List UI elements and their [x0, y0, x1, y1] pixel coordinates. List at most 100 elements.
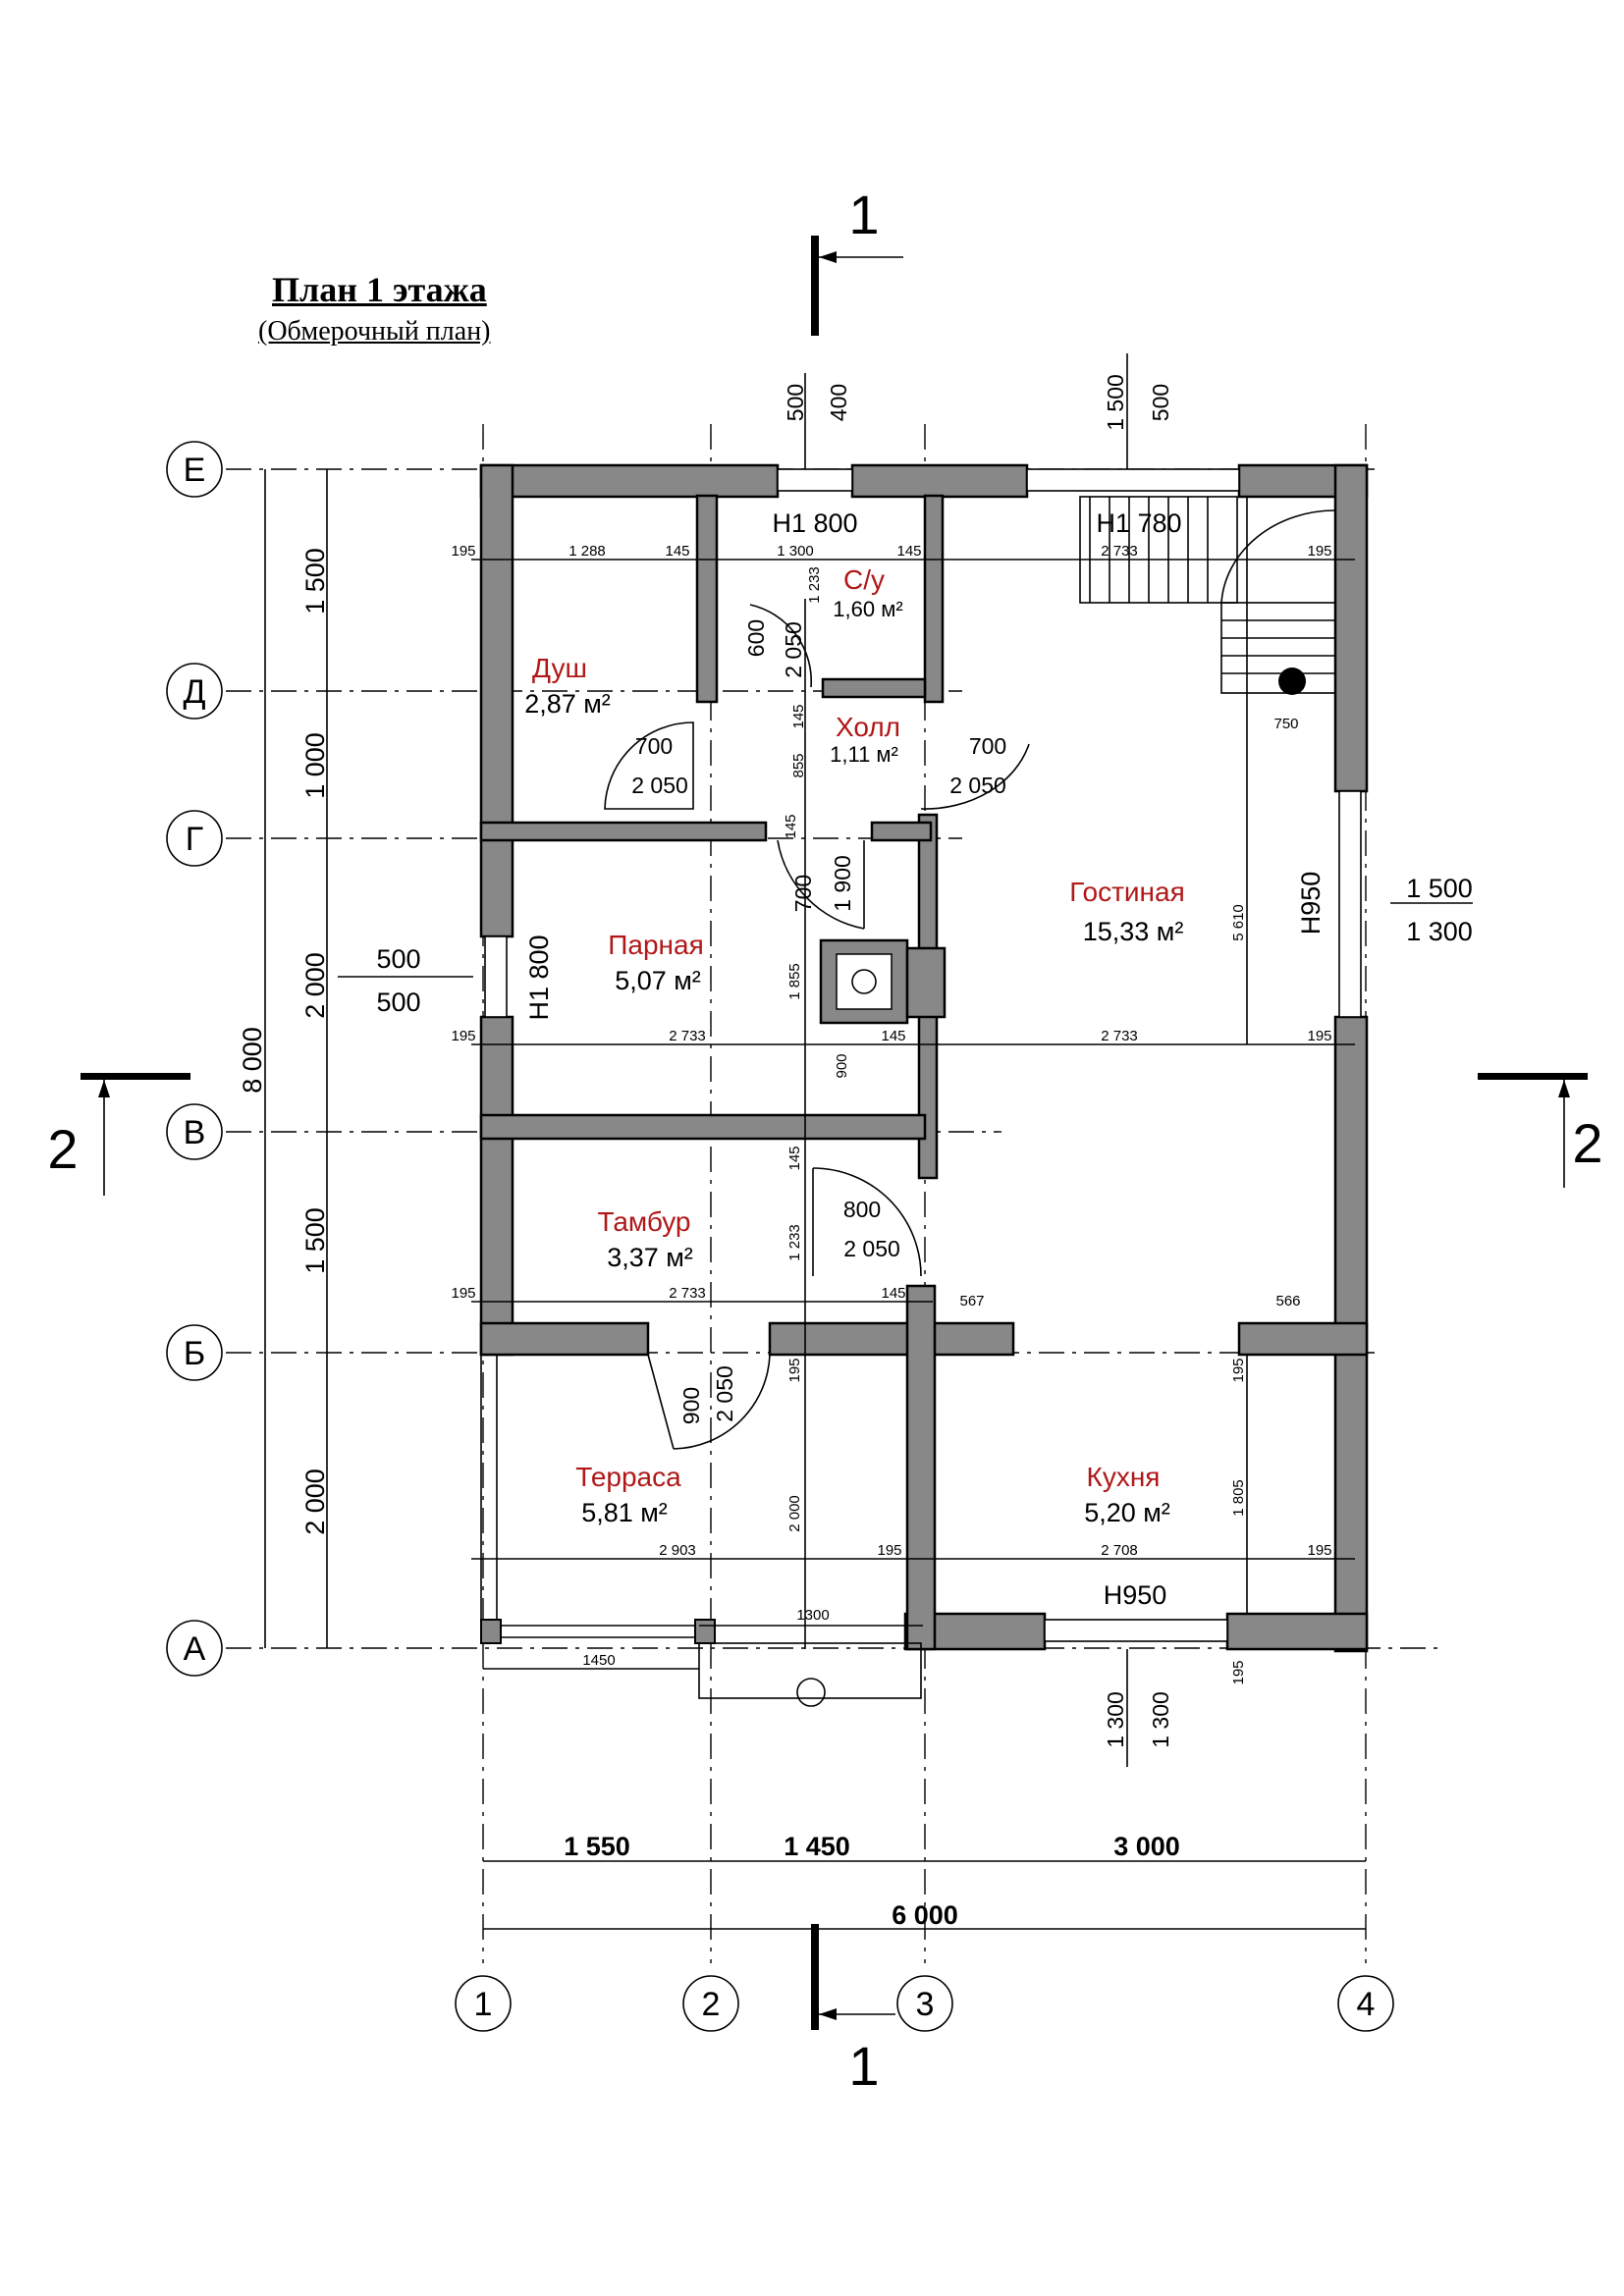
dim-row4-1: 195: [877, 1542, 901, 1559]
dim-living-win-2: 1 300: [1406, 917, 1473, 946]
section-2-right-bar: [1478, 1073, 1588, 1080]
dimension-lines: [264, 353, 1473, 1930]
dim-kitchen-win-2: 1 300: [1148, 1691, 1173, 1748]
wall-left-upper: [479, 463, 514, 938]
wall-right-upper: [1333, 463, 1369, 793]
wall-left-lower: [479, 1015, 514, 1357]
dim-porch-1450: 1450: [582, 1652, 615, 1669]
dim-row1-2: 145: [665, 543, 689, 560]
dim-steam-900: 900: [834, 1053, 850, 1078]
dim-steam-win-1: 500: [376, 944, 420, 974]
axis-bubble-1: 1: [455, 1975, 512, 2032]
dim-left-total: 8 000: [238, 1027, 267, 1094]
dim-hall-145b: 145: [783, 814, 799, 838]
dim-left-span-0: 1 500: [300, 548, 330, 614]
dim-row1-6: 195: [1307, 543, 1331, 560]
room-area-shower: 2,87 м²: [524, 689, 611, 719]
dim-left-span-2: 2 000: [300, 952, 330, 1019]
dim-tambur-door-h: 2 050: [843, 1236, 900, 1261]
dim-hall-855: 855: [790, 753, 807, 777]
dim-row1-0: 195: [451, 543, 475, 560]
dim-row2-4: 195: [1307, 1028, 1331, 1044]
axis-bubble-2: 2: [682, 1975, 739, 2032]
page-subtitle: (Обмерочный план): [258, 316, 491, 347]
window-wc: [777, 468, 853, 492]
wall-b-right: [1237, 1321, 1369, 1357]
axis-label-g: Г: [186, 821, 203, 858]
dim-top-wc-1: 500: [783, 384, 808, 421]
dim-left-span-4: 2 000: [300, 1468, 330, 1535]
stove-side: [905, 946, 947, 1019]
dim-living-win-1: 1 500: [1406, 874, 1473, 903]
section-1-bottom-label: 1: [848, 2035, 879, 2097]
dim-living-h: 5 610: [1230, 904, 1247, 941]
section-1-bottom-bar: [811, 1924, 819, 2030]
dim-567: 567: [959, 1293, 984, 1309]
dim-door-left-h: 2 050: [631, 773, 688, 798]
dim-steam-h: 1 855: [786, 963, 803, 1000]
dim-terr-door-h: 2 050: [712, 1365, 737, 1422]
dim-row2-3: 2 733: [1101, 1028, 1138, 1044]
dim-tambur-door-w: 800: [843, 1197, 881, 1222]
dim-row1-3: 1 300: [777, 543, 814, 560]
dim-566: 566: [1275, 1293, 1300, 1309]
dim-door-right-w: 700: [969, 733, 1006, 759]
wall-b-mid: [768, 1321, 1015, 1357]
dim-kitchen-win-1: 1 300: [1103, 1691, 1128, 1748]
dim-door-left-w: 700: [635, 733, 673, 759]
axis-bubble-e: Е: [166, 441, 223, 498]
wall-g-left: [479, 821, 768, 842]
wall-col3-lower: [905, 1284, 937, 1651]
dim-left-span-3: 1 500: [300, 1207, 330, 1274]
dim-terr-195: 195: [786, 1358, 803, 1382]
room-area-wc: 1,60 м²: [833, 597, 902, 621]
walls: [479, 463, 1369, 1653]
dim-row1-1: 1 288: [568, 543, 606, 560]
axis-bubbles: Е Д Г В Б А 1 2 3 4: [166, 441, 1394, 2032]
wall-col2-upper: [695, 494, 719, 704]
opening-labels: H1 800 H1 780 H1 800 H950 H950: [524, 508, 1326, 1610]
window-steam: [484, 935, 508, 1018]
dim-top-stair-1: 1 500: [1103, 374, 1128, 431]
dim-kitchen-195b: 195: [1230, 1660, 1247, 1684]
section-2-right-label: 2: [1572, 1112, 1602, 1174]
dim-tambur-145: 145: [786, 1146, 803, 1170]
stove-core: [836, 953, 893, 1010]
axis-bubble-a: А: [166, 1620, 223, 1677]
dim-bottom-span-2: 3 000: [1113, 1832, 1180, 1861]
wall-wc-bottom: [821, 677, 927, 699]
page-title: План 1 этажа: [272, 270, 487, 309]
dim-row3-1: 2 733: [669, 1285, 706, 1302]
dim-wc-height: 1 233: [806, 566, 823, 604]
window-stair: [1026, 468, 1240, 492]
axis-label-2: 2: [702, 1986, 721, 2023]
dim-door-right-h: 2 050: [949, 773, 1006, 798]
wall-v: [479, 1113, 927, 1141]
dim-shower-door-h: 2 050: [781, 621, 806, 678]
dim-hall-145: 145: [790, 704, 807, 728]
dim-row2-1: 2 733: [669, 1028, 706, 1044]
dim-top-stair-2: 500: [1148, 384, 1173, 421]
room-name-kitchen: Кухня: [1087, 1462, 1161, 1492]
dim-bottom-total: 6 000: [892, 1900, 958, 1930]
room-area-steam: 5,07 м²: [615, 966, 701, 995]
wall-top-left: [479, 463, 780, 499]
dimension-labels: 500 400 1 500 500 195 1 288 145 1 300 14…: [238, 374, 1473, 1930]
label-win-wc: H1 800: [772, 508, 857, 538]
axis-label-e: Е: [184, 452, 206, 489]
room-name-shower: Душ: [532, 653, 587, 683]
dim-tambur-h: 1 233: [786, 1224, 803, 1261]
room-name-living: Гостиная: [1069, 877, 1185, 907]
room-area-terrace: 5,81 м²: [581, 1498, 668, 1527]
wall-b-left: [479, 1321, 650, 1357]
window-kitchen: [1044, 1619, 1228, 1642]
dim-kitchen-195: 195: [1230, 1358, 1247, 1382]
room-labels: Душ 2,87 м² С/у 1,60 м² Холл 1,11 м² Пар…: [524, 564, 1185, 1527]
room-name-terrace: Терраса: [575, 1462, 681, 1492]
axis-bubble-b: Б: [166, 1324, 223, 1381]
wall-g-right: [870, 821, 933, 842]
label-win-steam: H1 800: [524, 934, 554, 1020]
axis-label-4: 4: [1357, 1986, 1376, 2023]
dim-steam-door-h: 1 900: [830, 855, 855, 912]
